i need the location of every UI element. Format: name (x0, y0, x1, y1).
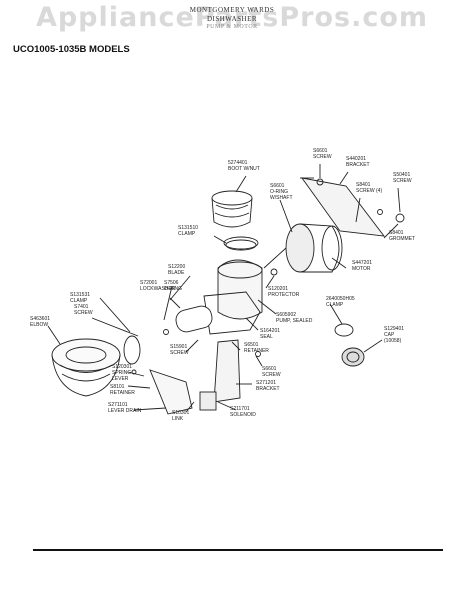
part-label: SCREW (170, 350, 189, 356)
header-brand: MONTGOMERY WARDS (189, 6, 275, 14)
part-label: CAP (384, 332, 395, 338)
part-label: S10301 (172, 410, 189, 416)
part-label: BRACKET (346, 162, 370, 168)
part-label: SCREW (313, 154, 332, 160)
boot-part (211, 190, 253, 228)
solenoid-bracket (213, 339, 241, 403)
part-label: MOTOR (352, 266, 371, 272)
part-label: CLAMP (70, 298, 88, 304)
part-label: S15901 (170, 344, 187, 350)
part-label: S8401 (356, 182, 371, 188)
part-label: LOCKWASHER (140, 286, 176, 292)
part-label: PUMP, SEALED (276, 318, 313, 324)
part-label: BLADE (168, 270, 185, 276)
part-label: LEVER DRAIN (108, 408, 142, 414)
part-label: SCREW (262, 372, 281, 378)
part-label: (10058) (384, 338, 402, 344)
clamp-ring (223, 236, 259, 250)
part-label: CLAMP (178, 231, 196, 237)
part-label: S129401 (384, 326, 404, 332)
part-label: SPRING (112, 370, 131, 376)
part-label: ELBOW (30, 322, 48, 328)
part-label: SEAL (260, 334, 273, 340)
part-label: S271201 (256, 380, 276, 386)
part-label: S605902 (276, 312, 296, 318)
elbow-part (51, 338, 121, 397)
motor-part (263, 223, 343, 273)
header-appliance: DISHWASHER (206, 15, 258, 23)
part-label: RETAINER (244, 348, 269, 354)
part-label: 2640050H05 (326, 296, 355, 302)
part-label: S164201 (260, 328, 280, 334)
part-label: RETAINER (110, 390, 135, 396)
part-label: S271101 (108, 402, 128, 408)
part-label: CLAMP (326, 302, 344, 308)
part-label: S120201 (268, 286, 288, 292)
part-label: SCREW (4) (356, 188, 382, 194)
part-label: O-RING (164, 286, 182, 292)
part-label: S6501 (244, 342, 259, 348)
models-title: UCO1005-1035B MODELS (13, 44, 130, 55)
part-label: S463601 (30, 316, 50, 322)
part-label: W/SHAFT (270, 195, 293, 201)
part-label: S7506 (164, 280, 179, 286)
part-label: S131510 (178, 225, 198, 231)
lever-drain (149, 369, 193, 415)
part-label: S72001 (140, 280, 157, 286)
bottom-rule (33, 549, 443, 551)
part-label: SCREW (393, 178, 412, 184)
clamp-small (334, 323, 354, 337)
part-label: S8101 (110, 384, 125, 390)
part-label: 5274401 (228, 160, 248, 166)
part-label: LINK (172, 416, 184, 422)
cap-part (341, 347, 365, 367)
part-label: PROTECTOR (268, 292, 300, 298)
part-label: S8401 (389, 230, 404, 236)
part-label: S120301 (112, 364, 132, 370)
part-label: S50401 (393, 172, 410, 178)
watermark: AppliancePartsPros.com (35, 2, 429, 33)
part-label: S447201 (352, 260, 372, 266)
part-label: LEVER (112, 376, 129, 382)
part-label: GROMMET (389, 236, 415, 242)
part-label: BOOT W/NUT (228, 166, 260, 172)
pump-housing (175, 259, 263, 335)
header-section: PUMP & MOTOR (206, 24, 258, 30)
part-label: S12200 (168, 264, 185, 270)
part-label: BRACKET (256, 386, 280, 392)
part-label: S131531 (70, 292, 90, 298)
clamp-ring-large (123, 335, 141, 365)
bracket-plate (300, 177, 385, 237)
part-label: S6601 (313, 148, 328, 154)
part-label: S440201 (346, 156, 366, 162)
part-label: SCREW (74, 310, 93, 316)
part-label: S6601 (270, 183, 285, 189)
part-label: SOLENOID (230, 412, 256, 418)
part-label: S7401 (74, 304, 89, 310)
part-label: O-RING (270, 189, 288, 195)
part-label: S6601 (262, 366, 277, 372)
part-label: S211701 (230, 406, 250, 412)
